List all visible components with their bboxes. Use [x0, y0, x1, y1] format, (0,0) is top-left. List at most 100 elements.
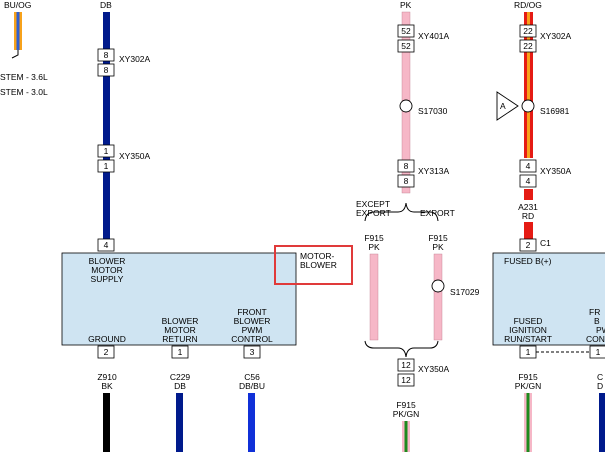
splice-circle	[399, 99, 413, 113]
module-label: RETURN	[162, 334, 197, 344]
off-page-ref-label: A	[500, 101, 506, 111]
branch-label: EXCEPT	[356, 199, 390, 209]
module-name: MOTOR-	[300, 251, 334, 261]
connector-pin-box	[519, 24, 537, 38]
wire-color: DB/BU	[239, 381, 265, 391]
left-note-2: STEM - 3.0L	[0, 87, 48, 97]
pin-number: 1	[526, 347, 531, 357]
bk-wire	[103, 393, 110, 452]
wire-circuit: F915	[396, 400, 416, 410]
module-pin-box	[243, 345, 261, 359]
connector-pin-box	[397, 159, 415, 173]
branch-label: EXPORT	[420, 208, 455, 218]
wire-circuit: C229	[170, 372, 191, 382]
pin-number: 8	[404, 176, 409, 186]
module-pin-box	[589, 345, 605, 359]
module-box	[492, 252, 605, 346]
connector-name: XY350A	[119, 151, 151, 161]
module-label: FR	[589, 307, 600, 317]
splice-name: S17029	[450, 287, 480, 297]
left-note-1: STEM - 3.6L	[0, 72, 48, 82]
connector-pin-box	[519, 174, 537, 188]
db-wire-group: DB 8 8 XY302A 1 1 XY350A 4	[97, 0, 151, 252]
connector-name: XY350A	[540, 166, 572, 176]
merge-brace	[364, 340, 439, 358]
connector-pin-box	[97, 48, 115, 62]
splice-name: S17030	[418, 106, 448, 116]
wire-color: RD	[522, 211, 534, 221]
connector-name: C1	[540, 238, 551, 248]
branch-label: EXPORT	[356, 208, 391, 218]
module-label: B	[594, 316, 600, 326]
module-label: GROUND	[88, 334, 126, 344]
pk-wire-export	[433, 253, 443, 341]
module-label: PWM	[242, 325, 263, 335]
connector-name: XY401A	[418, 31, 450, 41]
pin-number: 2	[526, 240, 531, 250]
pin-number: 3	[250, 347, 255, 357]
pin-number: 8	[404, 161, 409, 171]
module-label: FUSED B(+)	[504, 256, 552, 266]
pk-gn-wire-stripe	[404, 421, 408, 452]
wire-color: DB	[174, 381, 186, 391]
wire-circuit: F915	[518, 372, 538, 382]
wire-circuit: A231	[518, 202, 538, 212]
pk-gn-wire-stripe	[526, 393, 530, 452]
connector-pin-box	[397, 174, 415, 188]
connector-pin-box	[519, 39, 537, 53]
connector-pin-box	[397, 39, 415, 53]
connector-pin-box	[97, 63, 115, 77]
module-label: BLOWER	[89, 256, 126, 266]
bu-og-wire-group: BU/OG STEM - 3.6L STEM - 3.0L	[0, 0, 48, 97]
wire-color: PK/GN	[393, 409, 419, 419]
pk-wire-group: PK 52 52 XY401A S17030 8 8 XY313A EXCEPT…	[356, 0, 480, 452]
db-wire	[599, 393, 605, 452]
pin-number: 8	[104, 50, 109, 60]
connector-pin-box	[397, 24, 415, 38]
wire-circuit: C56	[244, 372, 260, 382]
wire-color-rd-og: RD/OG	[514, 0, 542, 10]
pin-number: 22	[523, 41, 533, 51]
pin-number: 1	[104, 146, 109, 156]
module-label: PW	[596, 325, 605, 335]
module-label: SUPPLY	[91, 274, 124, 284]
blower-motor-module: BLOWER MOTOR SUPPLY GROUND BLOWER MOTOR …	[61, 245, 353, 346]
pin-number: 1	[596, 347, 601, 357]
wire-circuit: F915	[364, 233, 384, 243]
pin-number: 12	[401, 375, 411, 385]
module-label: IGNITION	[509, 325, 547, 335]
pin-number: 1	[104, 161, 109, 171]
module-pin-box	[519, 238, 537, 252]
module-pin-box	[171, 345, 189, 359]
splice-name: S16981	[540, 106, 570, 116]
pin-number: 4	[526, 176, 531, 186]
connector-name: XY313A	[418, 166, 450, 176]
splice-circle	[521, 99, 535, 113]
wire-color: PK/GN	[515, 381, 541, 391]
pin-number: 22	[523, 26, 533, 36]
module-label: BLOWER	[234, 316, 271, 326]
pin-number: 2	[104, 347, 109, 357]
blower-module-outputs: 2 Z910 BK 1 C229 DB 3 C56 DB/BU	[97, 345, 265, 452]
connector-pin-box	[397, 373, 415, 387]
pin-number: 8	[104, 65, 109, 75]
bu-og-wire-stripe	[16, 12, 20, 50]
pin-number: 4	[526, 161, 531, 171]
db-bu-wire	[248, 393, 255, 452]
db-return-wire	[176, 393, 183, 452]
rd-og-wire-group: RD/OG 22 22 XY302A A S16981 4 4 XY350A A…	[496, 0, 572, 252]
wire-break-mark	[11, 50, 19, 59]
connector-name: XY350A	[418, 364, 450, 374]
wire-color-pk: PK	[400, 0, 412, 10]
connector-name: XY302A	[119, 54, 151, 64]
off-page-ref-triangle	[496, 91, 519, 121]
connector-name: XY302A	[540, 31, 572, 41]
module-label: CON	[586, 334, 605, 344]
module-name: BLOWER	[300, 260, 337, 270]
pin-number: 1	[178, 347, 183, 357]
splice-circle	[431, 279, 445, 293]
module-label: CONTROL	[231, 334, 273, 344]
module-label: FUSED	[514, 316, 543, 326]
pk-wire-except-export	[369, 253, 379, 341]
